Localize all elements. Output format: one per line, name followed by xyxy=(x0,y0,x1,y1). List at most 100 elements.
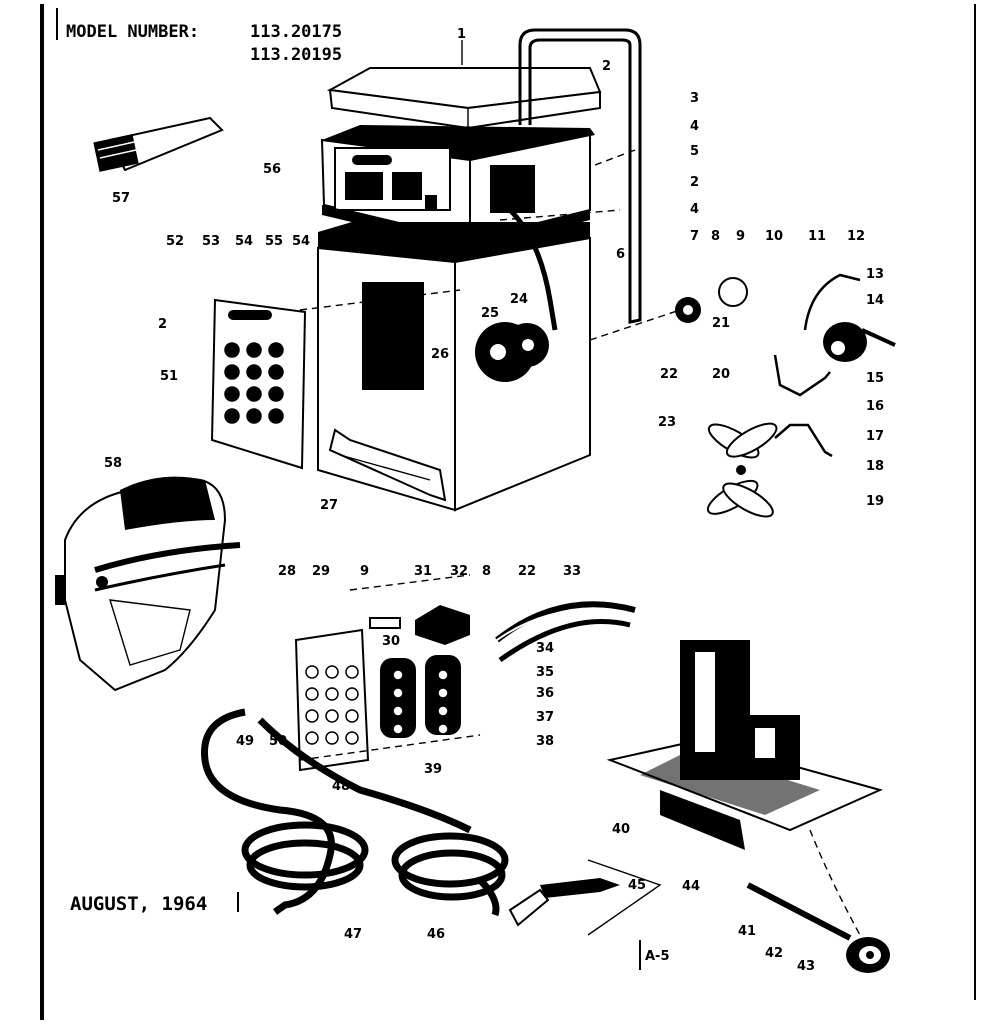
callout-55: 55 xyxy=(265,234,283,249)
cable-33b xyxy=(498,619,631,663)
panelHoles-hole xyxy=(246,386,262,402)
internal-cable xyxy=(508,208,558,331)
callout-33: 33 xyxy=(563,564,581,579)
callout-2: 2 xyxy=(602,59,611,74)
main-cabinet xyxy=(317,222,591,512)
blockHoles-hole xyxy=(437,687,449,699)
callout-18: 18 xyxy=(866,459,884,474)
welding-cable-coils xyxy=(201,708,509,917)
callout-2: 2 xyxy=(158,317,167,332)
panelHoles-hole xyxy=(246,342,262,358)
plateHoles-hole xyxy=(345,665,359,679)
panelHoles-hole xyxy=(268,386,284,402)
callout-2: 2 xyxy=(690,175,699,190)
callout-34: 34 xyxy=(536,641,554,656)
upper-housing xyxy=(320,125,595,250)
switch-assembly xyxy=(369,605,470,645)
callout-56: 56 xyxy=(263,162,281,177)
callout-12: 12 xyxy=(847,229,865,244)
callout-54: 54 xyxy=(235,234,253,249)
control-knob-assembly xyxy=(475,322,549,382)
front-panel xyxy=(210,298,307,470)
panelHoles-hole xyxy=(224,408,240,424)
cabinet-top-lid xyxy=(326,67,602,130)
callout-57: 57 xyxy=(112,191,130,206)
callout-35: 35 xyxy=(536,665,554,680)
callout-58: 58 xyxy=(104,456,122,471)
wire-brush xyxy=(93,116,224,172)
callout-36: 36 xyxy=(536,686,554,701)
panelHoles-hole xyxy=(224,386,240,402)
panelHoles-hole xyxy=(246,364,262,380)
callout-6: 6 xyxy=(616,247,625,262)
callout-21: 21 xyxy=(712,316,730,331)
callout-11: 11 xyxy=(808,229,826,244)
panelHoles-hole xyxy=(268,342,284,358)
panelHoles-hole xyxy=(224,364,240,380)
callout-15: 15 xyxy=(866,371,884,386)
blockHoles-hole xyxy=(437,705,449,717)
callout-32: 32 xyxy=(450,564,468,579)
terminal-block xyxy=(380,655,461,738)
callout-44: 44 xyxy=(682,879,700,894)
callout-50: 50 xyxy=(269,734,287,749)
callout-47: 47 xyxy=(344,927,362,942)
callout-49: 49 xyxy=(236,734,254,749)
callout-30: 30 xyxy=(382,634,400,649)
panelHoles-hole xyxy=(246,408,262,424)
transformer-assembly xyxy=(606,640,883,850)
callout-53: 53 xyxy=(202,234,220,249)
blockHoles-hole xyxy=(392,723,404,735)
callout-45: 45 xyxy=(628,878,646,893)
electrode-holder xyxy=(508,878,620,927)
plateHoles-hole xyxy=(345,731,359,745)
publication-date: AUGUST, 1964 xyxy=(70,893,207,915)
welding-helmet xyxy=(55,476,241,692)
callout-25: 25 xyxy=(481,306,499,321)
callout-51: 51 xyxy=(160,369,178,384)
callout-26: 26 xyxy=(431,347,449,362)
blockHoles-hole xyxy=(392,669,404,681)
callout-40: 40 xyxy=(612,822,630,837)
panelHoles-hole xyxy=(224,342,240,358)
plateHoles-hole xyxy=(305,687,319,701)
callout-7: 7 xyxy=(690,229,699,244)
blockHoles-hole xyxy=(437,669,449,681)
callout-48: 48 xyxy=(332,779,350,794)
cable-33a xyxy=(495,601,636,643)
page-reference: A-5 xyxy=(645,949,670,964)
callout-43: 43 xyxy=(797,959,815,974)
callout-17: 17 xyxy=(866,429,884,444)
callout-22: 22 xyxy=(660,367,678,382)
callout-54: 54 xyxy=(292,234,310,249)
callout-8: 8 xyxy=(711,229,720,244)
callout-8: 8 xyxy=(482,564,491,579)
motor-bracket xyxy=(773,354,831,397)
callout-3: 3 xyxy=(690,91,699,106)
callout-29: 29 xyxy=(312,564,330,579)
fan-blade xyxy=(706,422,778,518)
fan-motor xyxy=(803,273,896,362)
model-number-label: MODEL NUMBER: xyxy=(66,22,199,42)
callout-37: 37 xyxy=(536,710,554,725)
blockHoles-hole xyxy=(392,705,404,717)
blockHoles-hole xyxy=(437,723,449,735)
callout-10: 10 xyxy=(765,229,783,244)
callout-31: 31 xyxy=(414,564,432,579)
plateHoles-hole xyxy=(345,687,359,701)
callout-16: 16 xyxy=(866,399,884,414)
plateHoles-hole xyxy=(305,709,319,723)
callout-27: 27 xyxy=(320,498,338,513)
panelHoles-hole xyxy=(268,364,284,380)
callout-13: 13 xyxy=(866,267,884,282)
callout-39: 39 xyxy=(424,762,442,777)
terminal-plate xyxy=(294,628,370,772)
callout-14: 14 xyxy=(866,293,884,308)
callout-41: 41 xyxy=(738,924,756,939)
model-number-2: 113.20195 xyxy=(250,45,342,65)
blockHoles-hole xyxy=(392,687,404,699)
plateHoles-hole xyxy=(325,709,339,723)
callout-1: 1 xyxy=(457,27,466,42)
